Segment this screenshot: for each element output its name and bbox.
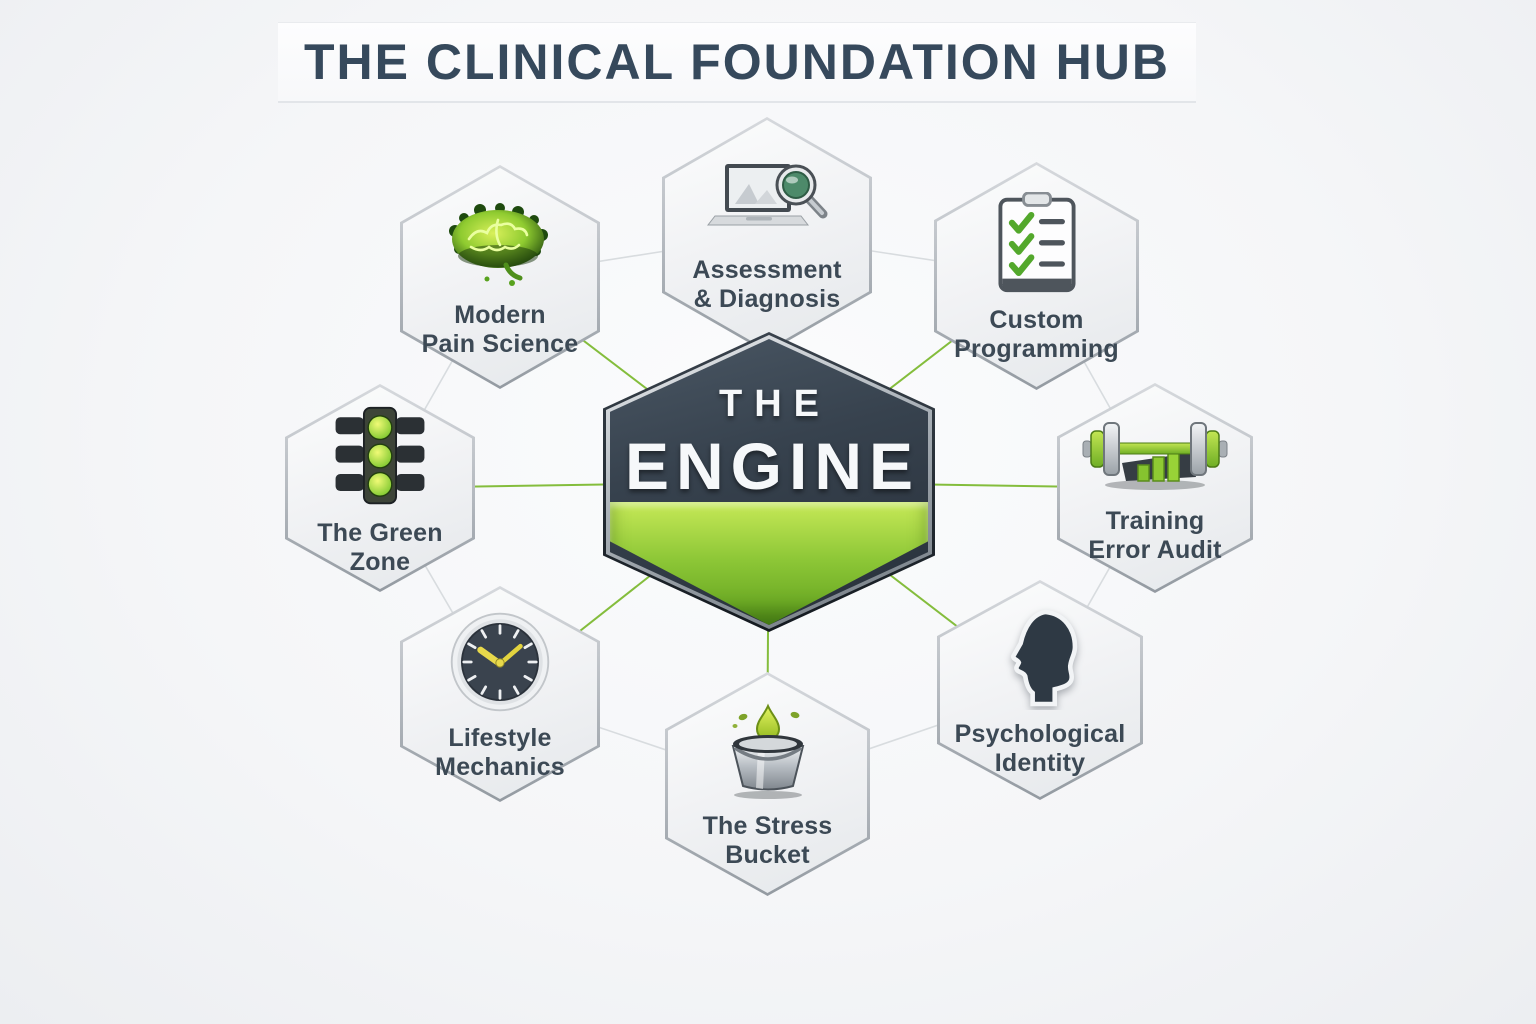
node-the-green-zone: The Green Zone [285, 384, 475, 592]
clock-icon [450, 612, 550, 712]
title-band: THE CLINICAL FOUNDATION HUB [278, 22, 1196, 103]
node-label: Psychological Identity [955, 720, 1126, 778]
node-training-error-audit: Training Error Audit [1057, 383, 1253, 593]
node-label: Modern Pain Science [422, 301, 579, 359]
page-title: THE CLINICAL FOUNDATION HUB [304, 34, 1170, 90]
label-line: Error Audit [1088, 536, 1222, 564]
node-label: The Green Zone [285, 519, 475, 577]
label-line: Lifestyle [448, 724, 552, 752]
traffic-light-icon [335, 406, 425, 505]
node-modern-pain-science: Modern Pain Science [400, 165, 600, 389]
head-silhouette-icon [1010, 609, 1078, 707]
label-line: Bucket [725, 841, 810, 869]
label-line: Pain Science [421, 330, 579, 358]
node-label: Lifestyle Mechanics [435, 724, 565, 782]
laptop-magnifier-icon [706, 164, 828, 226]
label-line: Programming [954, 335, 1119, 363]
label-line: Modern [454, 301, 546, 329]
engine-title-line: THE [719, 383, 831, 425]
engine-title: THE ENGINE [603, 383, 935, 504]
brain-icon [449, 203, 548, 286]
label-line: Custom [989, 306, 1084, 334]
node-the-stress-bucket: The Stress Bucket [665, 672, 870, 896]
checklist-icon [997, 192, 1076, 293]
label-line: Assessment [692, 256, 842, 284]
node-assessment-diagnosis: Assessment & Diagnosis [662, 117, 872, 353]
label-line: Psychological [954, 720, 1126, 748]
engine-green-chevron [610, 502, 928, 625]
node-custom-programming: Custom Programming [934, 162, 1139, 390]
label-line: The Green Zone [317, 519, 443, 576]
node-lifestyle-mechanics: Lifestyle Mechanics [400, 586, 600, 802]
dumbbell-chart-icon [1082, 422, 1228, 490]
node-label: Training Error Audit [1088, 507, 1221, 565]
label-line: & Diagnosis [693, 285, 841, 313]
label-line: Mechanics [435, 753, 565, 781]
node-label: Custom Programming [954, 306, 1119, 364]
label-line: Identity [994, 749, 1086, 777]
label-line: Training [1105, 507, 1205, 535]
bucket-droplet-icon [731, 703, 804, 799]
node-label: Assessment & Diagnosis [692, 256, 841, 314]
node-the-engine: THE ENGINE [603, 332, 935, 632]
node-label: The Stress Bucket [703, 812, 833, 870]
label-line: The Stress [702, 812, 833, 840]
engine-title-line: ENGINE [624, 429, 921, 503]
node-psychological-identity: Psychological Identity [937, 580, 1143, 800]
